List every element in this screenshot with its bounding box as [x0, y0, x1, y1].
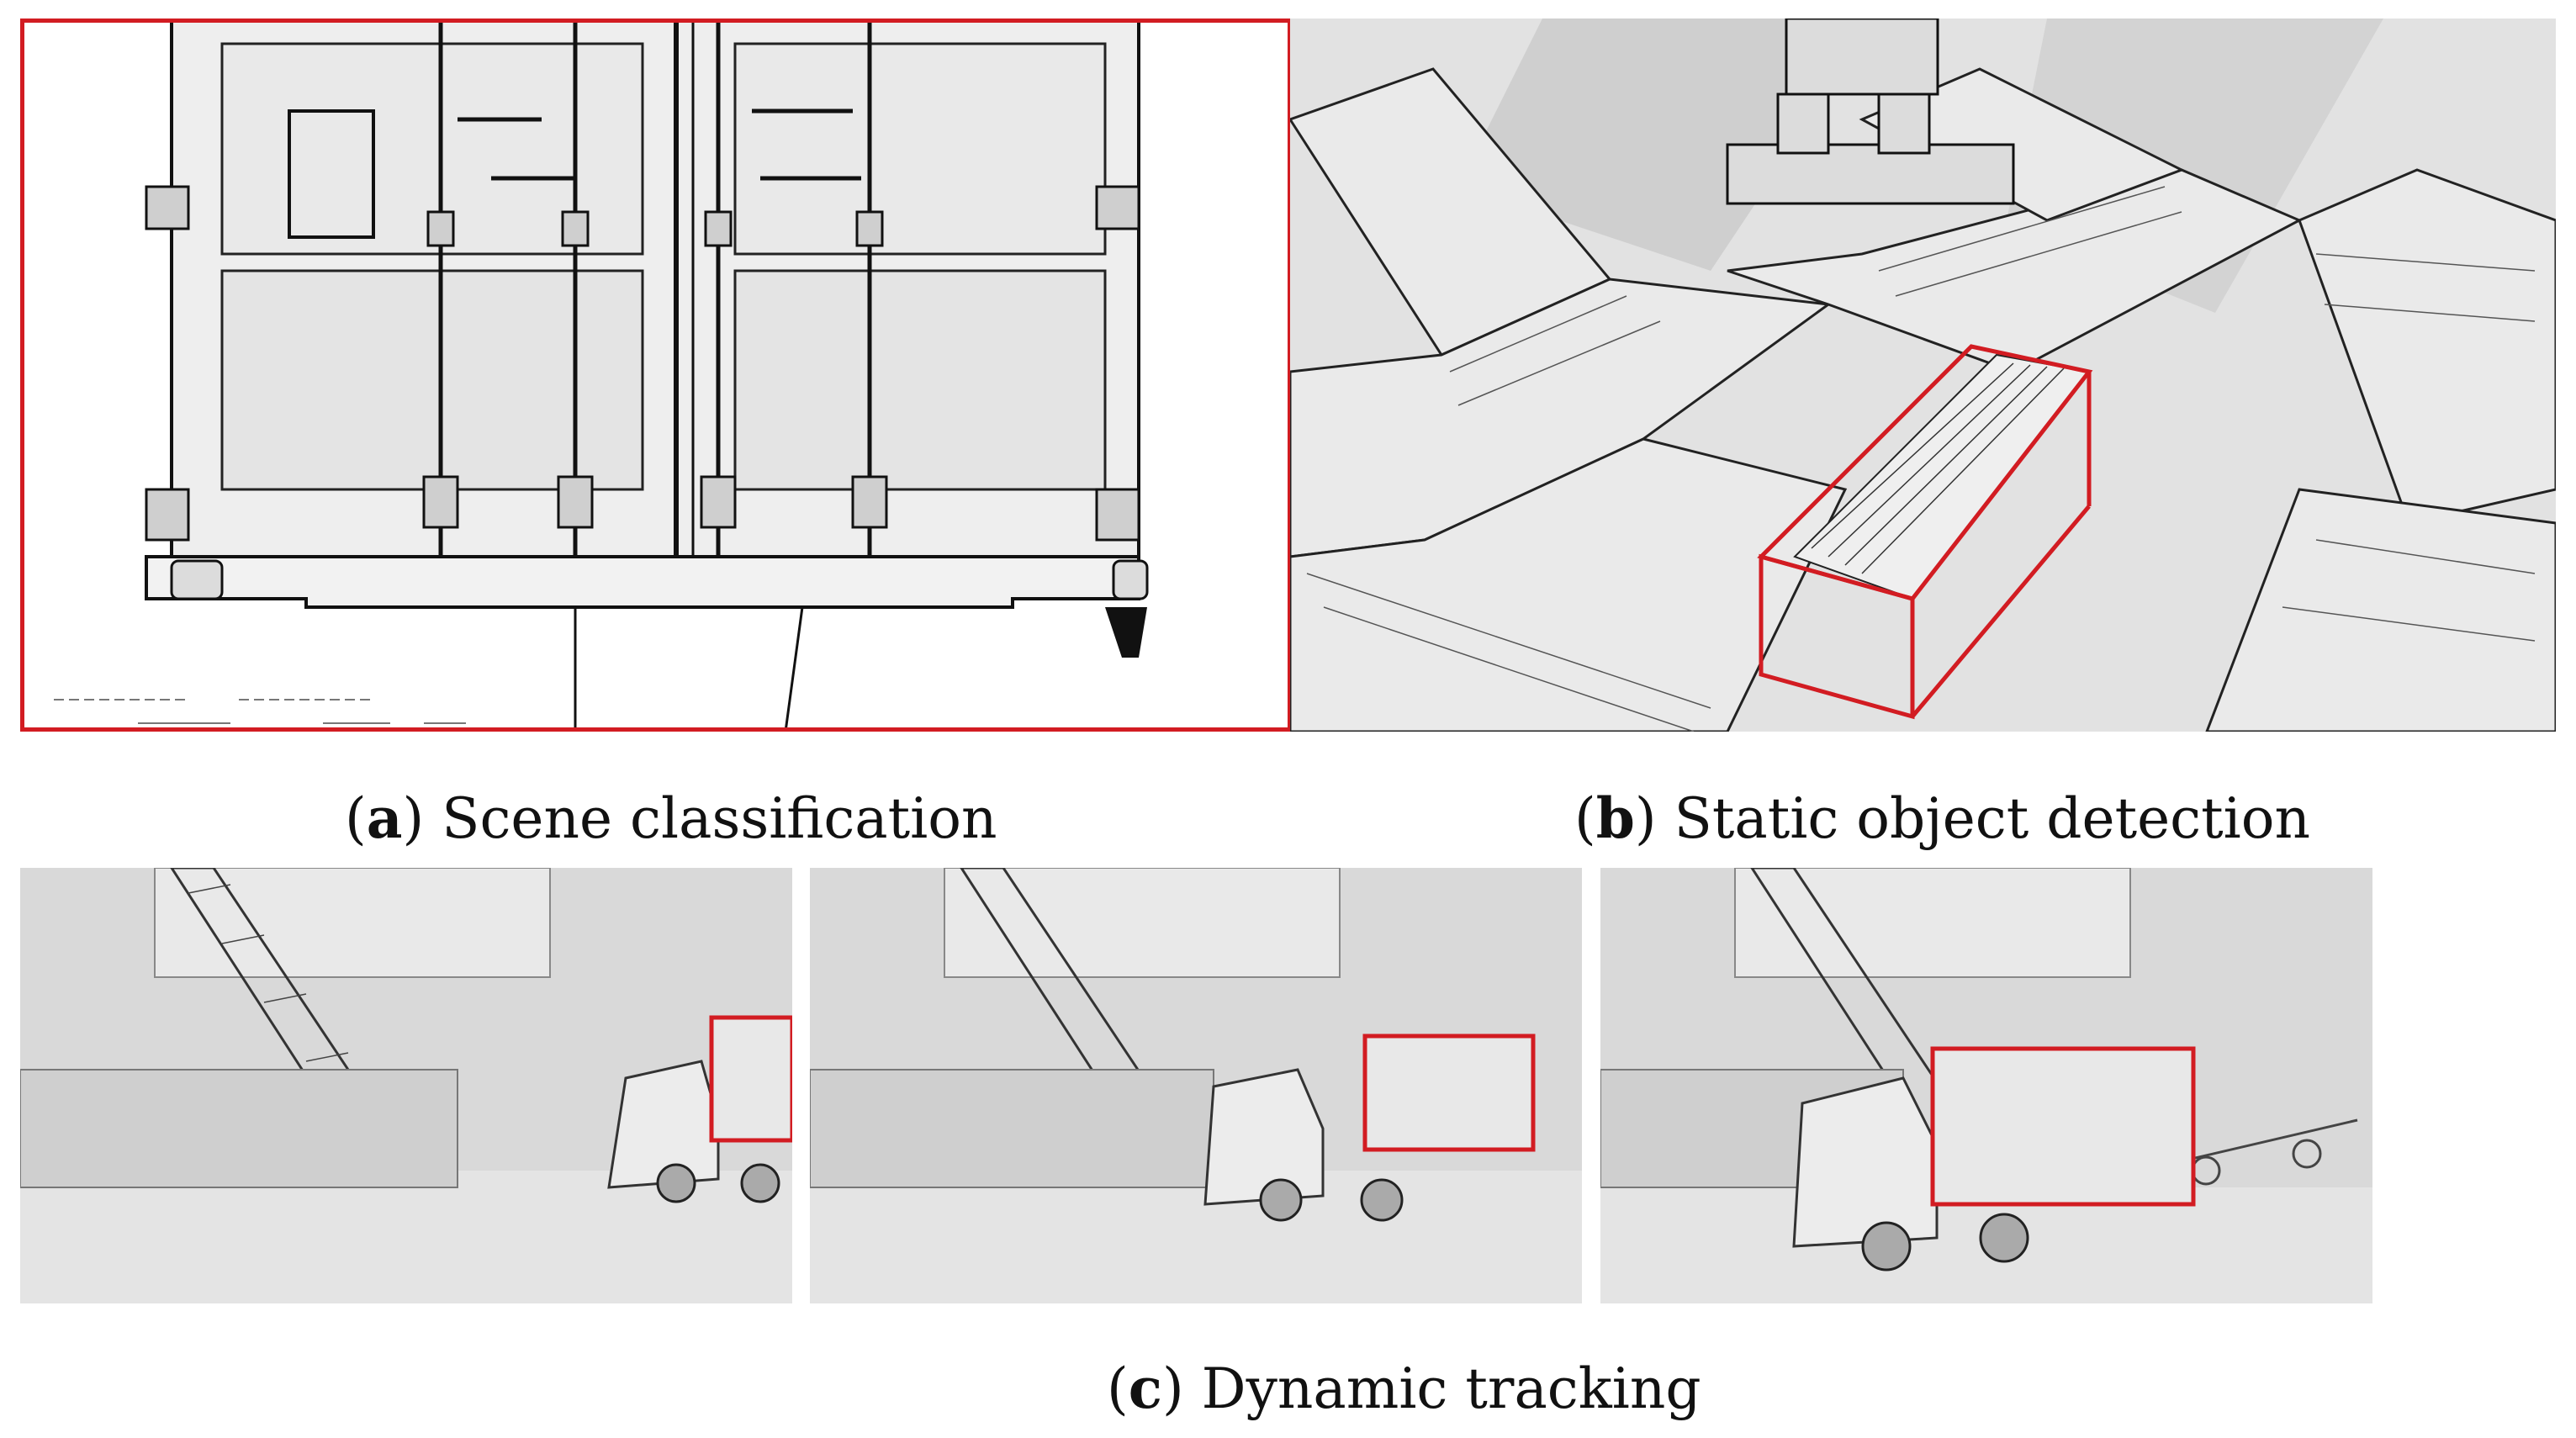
caption-b: (b) Static object detection [1574, 785, 2310, 851]
caption-c-letter: c [1128, 1356, 1162, 1421]
caption-a-text: Scene classification [442, 786, 997, 851]
panel-c-frame-2 [810, 868, 1582, 1303]
caption-a: (a) Scene classification [345, 785, 997, 851]
panel-c-frame-1 [20, 868, 792, 1303]
caption-b-text: Static object detection [1674, 786, 2310, 851]
caption-c: (c) Dynamic tracking [1107, 1356, 1701, 1421]
caption-b-letter: b [1595, 785, 1635, 851]
panel-c-frame-3 [1600, 868, 2372, 1303]
panel-a-image [20, 19, 1292, 732]
panel-b-image [1290, 19, 2556, 732]
caption-a-letter: a [366, 785, 403, 851]
caption-c-text: Dynamic tracking [1201, 1356, 1701, 1421]
